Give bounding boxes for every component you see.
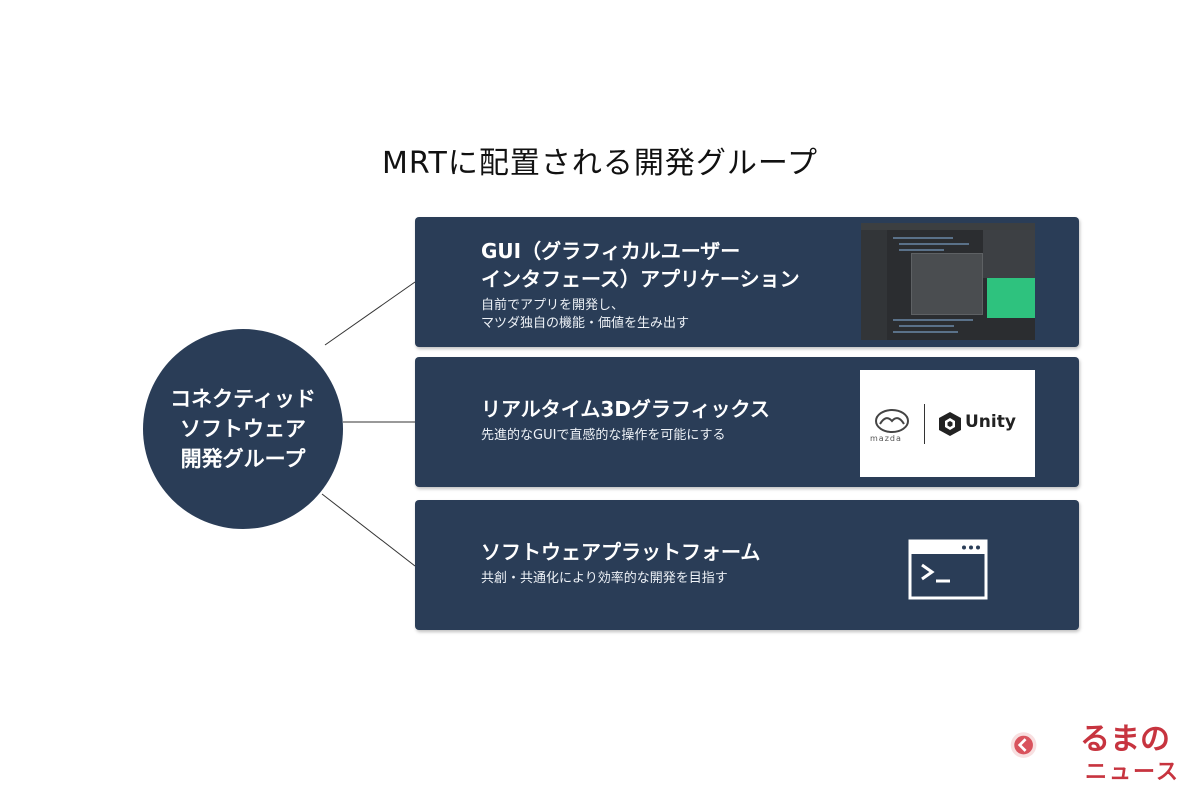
unity-logo-icon xyxy=(939,412,961,436)
terminal-icon xyxy=(908,539,988,600)
connector-line-bottom xyxy=(321,493,416,567)
card-text: リアルタイム3Dグラフィックス 先進的なGUIで直感的な操作を可能にする xyxy=(481,395,770,445)
ide-code-line xyxy=(893,319,973,321)
ide-code-line xyxy=(893,331,958,333)
page-title: MRTに配置される開発グループ xyxy=(381,146,819,181)
card-software-platform: ソフトウェアプラットフォーム 共創・共通化により効率的な開発を目指す xyxy=(415,500,1079,630)
ide-code-line xyxy=(893,237,953,239)
mazda-unity-logos: mazda Unity xyxy=(860,370,1035,477)
ide-game-preview xyxy=(987,278,1035,318)
ide-screenshot xyxy=(861,223,1035,340)
mazda-logo-icon xyxy=(875,409,909,433)
logo-divider xyxy=(924,404,925,444)
card-text: GUI（グラフィカルユーザー インタフェース）アプリケーション 自前でアプリを開… xyxy=(481,237,800,333)
ide-panel xyxy=(983,230,1035,278)
card-text: ソフトウェアプラットフォーム 共創・共通化により効率的な開発を目指す xyxy=(481,538,760,588)
ide-sidebar xyxy=(861,230,887,340)
hub-line-3: 開発グループ xyxy=(180,447,306,471)
ide-code-line xyxy=(899,325,954,327)
card-description: 先進的なGUIで直感的な操作を可能にする xyxy=(481,428,726,443)
card-description: 自前でアプリを開発し、 マツダ独自の機能・価値を生み出す xyxy=(481,297,800,333)
hub-line-1: コネクティッド xyxy=(170,387,316,411)
card-desc-line-1: 自前でアプリを開発し、 xyxy=(481,298,625,313)
card-title: GUI（グラフィカルユーザー インタフェース）アプリケーション xyxy=(481,237,800,293)
ide-titlebar xyxy=(861,223,1035,230)
kuruma-logo-icon xyxy=(1010,732,1037,758)
hub-line-2: ソフトウェア xyxy=(180,417,306,441)
card-realtime-3d: リアルタイム3Dグラフィックス 先進的なGUIで直感的な操作を可能にする maz… xyxy=(415,357,1079,487)
card-title: ソフトウェアプラットフォーム xyxy=(481,540,761,564)
card-desc-line-2: マツダ独自の機能・価値を生み出す xyxy=(481,316,690,331)
card-title: リアルタイム3Dグラフィックス xyxy=(481,397,770,421)
card-title-line-1: GUI（グラフィカルユーザー xyxy=(481,239,741,263)
watermark-line-1: るまの xyxy=(1080,722,1170,757)
ide-code-line xyxy=(899,249,944,251)
watermark-line-2: ニュース xyxy=(1085,760,1180,785)
card-gui-application: GUI（グラフィカルユーザー インタフェース）アプリケーション 自前でアプリを開… xyxy=(415,217,1079,347)
unity-wordmark: Unity xyxy=(965,412,1016,432)
hub-circle: コネクティッド ソフトウェア 開発グループ xyxy=(143,329,343,529)
mazda-wordmark: mazda xyxy=(870,434,902,443)
ide-dialog xyxy=(911,253,983,315)
card-title-line-2: インタフェース）アプリケーション xyxy=(481,267,800,291)
connector-line-top xyxy=(324,281,416,346)
ide-code-line xyxy=(899,243,969,245)
card-description: 共創・共通化により効率的な開発を目指す xyxy=(481,571,728,586)
